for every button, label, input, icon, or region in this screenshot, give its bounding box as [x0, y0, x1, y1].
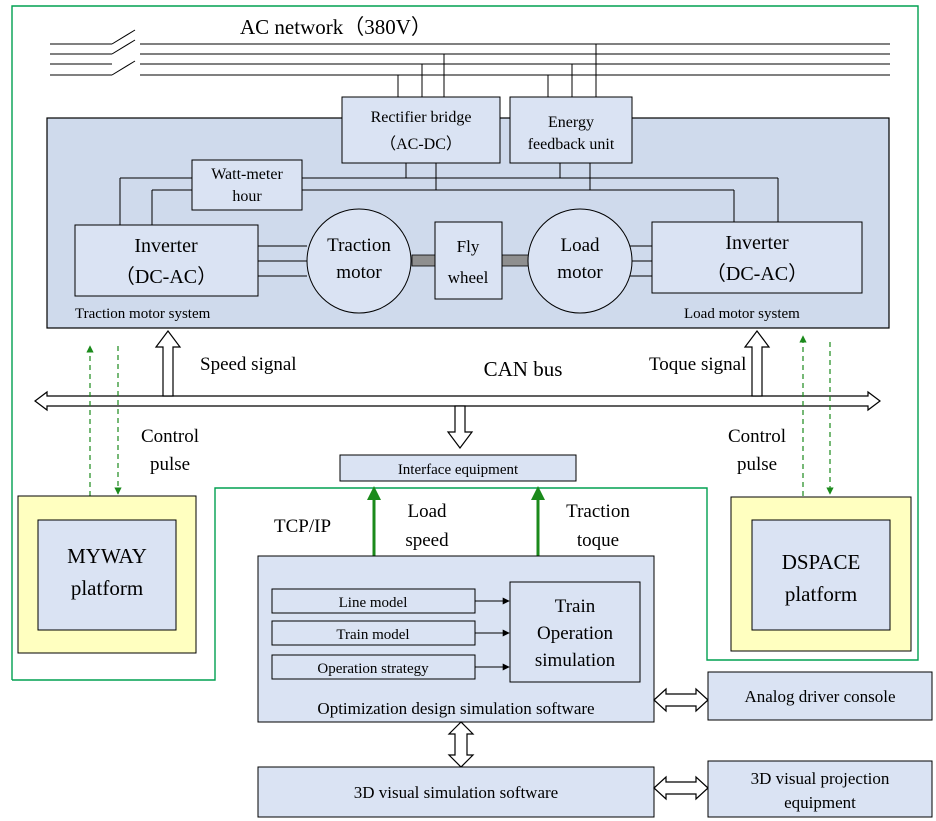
console-link-arrow — [653, 687, 709, 713]
train-operation-sub-label-2: simulation — [535, 650, 616, 671]
energy-feedback-sub-label: feedback unit — [528, 136, 615, 153]
analog-console-label: Analog driver console — [744, 687, 895, 706]
traction-motor-system-label: Traction motor system — [75, 306, 211, 322]
lab-boundary-line — [11, 5, 919, 681]
train-model-box — [271, 620, 476, 646]
load-motor-system-label: Load motor system — [684, 306, 800, 322]
inverter-left-box — [74, 224, 259, 297]
traction-motor-label: Traction — [327, 235, 391, 256]
dspace-platform-inner — [751, 519, 891, 631]
energy-feedback-box — [509, 96, 633, 164]
visual-projection-sub-label: equipment — [784, 793, 856, 812]
rectifier-bridge-box — [341, 96, 501, 164]
myway-sub-label: platform — [71, 576, 143, 600]
train-operation-box — [509, 581, 641, 683]
interface-equipment-label: Interface equipment — [398, 462, 519, 478]
control-pulse-left-label: Control — [141, 426, 199, 447]
traction-motor-circle — [306, 208, 412, 314]
toque-signal-arrow — [743, 330, 771, 397]
operation-strategy-label: Operation strategy — [317, 661, 429, 677]
dspace-sub-label: platform — [785, 582, 857, 606]
visual-link-arrow — [447, 721, 475, 768]
line-model-label: Line model — [339, 595, 408, 611]
optimization-software-label: Optimization design simulation software — [317, 699, 594, 718]
watt-meter-sub-label: hour — [232, 188, 262, 205]
load-speed-label: Load — [407, 501, 447, 522]
dspace-label: DSPACE — [782, 550, 861, 574]
control-pulse-left-sub-label: pulse — [150, 454, 190, 475]
load-motor-sub-label: motor — [557, 262, 603, 283]
ac-network-lines — [50, 29, 890, 97]
inverter-left-sub-label: （DC-AC） — [115, 265, 217, 288]
speed-signal-label: Speed signal — [200, 354, 297, 375]
control-pulse-right-sub-label: pulse — [737, 454, 777, 475]
rectifier-sub-label: （AC-DC） — [380, 135, 462, 153]
visual-software-label: 3D visual simulation software — [354, 783, 558, 802]
watt-meter-label: Watt-meter — [211, 166, 283, 183]
myway-label: MYWAY — [67, 544, 147, 568]
operation-strategy-box — [271, 654, 476, 680]
flywheel-label: Fly — [457, 237, 480, 256]
load-speed-arrow — [367, 486, 381, 556]
train-model-label: Train model — [336, 627, 409, 643]
visual-projection-label: 3D visual projection — [751, 769, 890, 788]
watt-meter-box — [191, 159, 303, 211]
interface-equipment-box — [339, 454, 577, 482]
flywheel-box — [434, 221, 503, 300]
flywheel-sub-label: wheel — [448, 268, 489, 287]
projection-link-arrow — [653, 775, 709, 801]
train-operation-label: Train — [555, 596, 596, 617]
myway-platform-inner — [37, 519, 177, 631]
inverter-left-label: Inverter — [134, 235, 198, 257]
can-bus-label: CAN bus — [484, 357, 563, 381]
rectifier-label: Rectifier bridge — [371, 109, 472, 126]
control-pulse-right-label: Control — [728, 426, 786, 447]
toque-signal-label: Toque signal — [649, 354, 746, 375]
load-motor-circle — [527, 208, 633, 314]
energy-feedback-label: Energy — [548, 114, 594, 131]
traction-motor-sub-label: motor — [336, 262, 382, 283]
load-motor-label: Load — [560, 235, 600, 256]
load-speed-sub-label: speed — [405, 530, 449, 551]
tcp-ip-label: TCP/IP — [274, 516, 331, 537]
traction-toque-label: Traction — [566, 501, 630, 522]
inverter-right-sub-label: （DC-AC） — [706, 262, 808, 285]
inverter-right-label: Inverter — [725, 232, 789, 254]
ac-network-label: AC network（380V） — [240, 15, 432, 39]
analog-console-box — [707, 671, 933, 721]
speed-signal-arrow — [154, 330, 182, 397]
visual-software-box — [257, 766, 655, 818]
can-to-interface-arrow — [446, 405, 474, 449]
traction-toque-sub-label: toque — [577, 530, 619, 551]
can-bus-arrow — [34, 390, 881, 412]
traction-toque-arrow — [531, 486, 545, 556]
visual-projection-box — [707, 760, 933, 818]
inverter-right-box — [651, 221, 863, 294]
train-operation-sub-label: Operation — [537, 623, 613, 644]
